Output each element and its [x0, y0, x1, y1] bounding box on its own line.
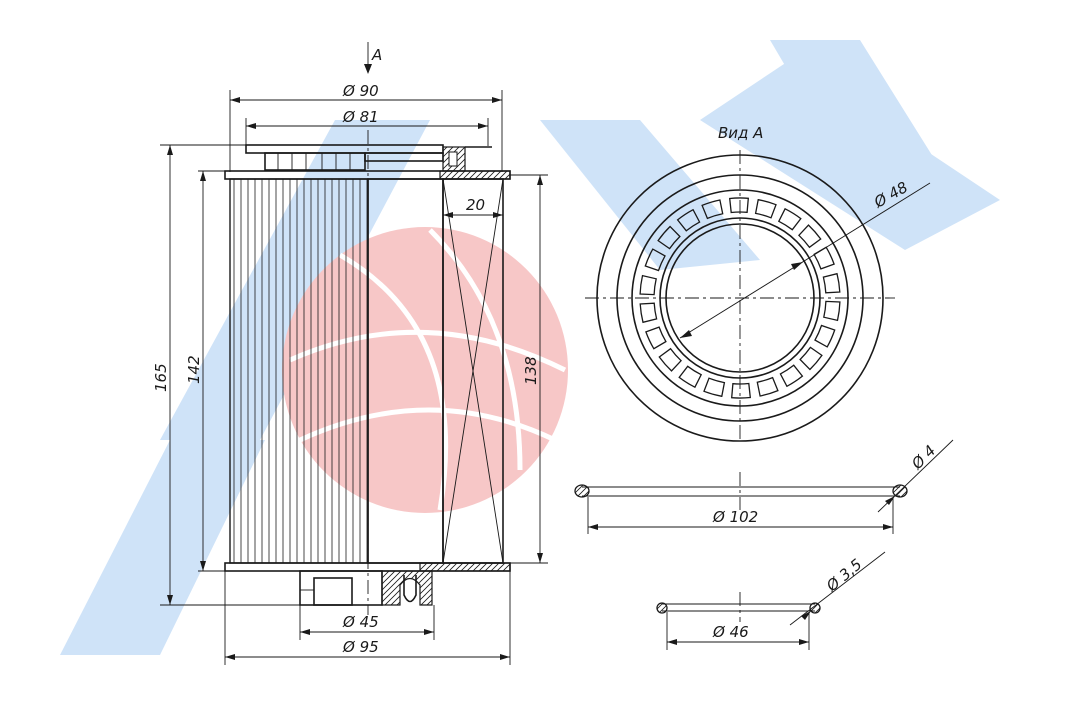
view-a-slot — [823, 300, 841, 322]
view-a-slot — [777, 207, 802, 231]
view-a-slot — [822, 272, 841, 294]
view-a-slot — [639, 274, 657, 296]
bottom-seal-section — [381, 570, 433, 606]
dim-d81: Ø 81 — [342, 108, 379, 126]
dim-h138: 138 — [522, 356, 540, 385]
view-a-title: Вид А — [718, 124, 763, 142]
dim-d46: Ø 46 — [712, 623, 749, 641]
view-a-slot — [814, 324, 836, 348]
view-a-slot — [657, 225, 681, 250]
side-view-dimensions: A Ø 90 Ø 81 165 142 138 — [152, 42, 548, 665]
view-a-slot — [644, 248, 666, 272]
view-a-slots — [639, 197, 841, 399]
view-a-slot — [639, 302, 658, 324]
view-a-slot — [678, 365, 703, 389]
dim-d95: Ø 95 — [342, 638, 379, 656]
view-a-slot — [779, 364, 804, 388]
view-a-slot — [813, 246, 835, 270]
watermark-stroke-3 — [540, 120, 760, 270]
view-a-slot — [658, 347, 683, 372]
watermark-stroke-1 — [60, 440, 265, 655]
dim-h165: 165 — [152, 363, 170, 392]
watermark-globe-line-3 — [338, 252, 449, 511]
o-ring-large: Ø 102 Ø 4 — [574, 439, 954, 534]
view-a-slot — [799, 346, 823, 371]
dim-d4: Ø 4 — [907, 442, 939, 474]
watermark-globe-line-4 — [428, 228, 523, 471]
filter-side-view — [224, 130, 511, 615]
view-a-slot — [676, 208, 701, 232]
dim-d45: Ø 45 — [342, 613, 379, 631]
view-a-slot — [703, 377, 726, 398]
bottom-nipple — [299, 570, 383, 606]
watermark-stroke-5 — [770, 40, 960, 210]
section-marker-label: A — [371, 46, 382, 64]
pleated-media — [229, 178, 369, 564]
o-ring-small: Ø 46 Ø 3,5 — [656, 551, 886, 650]
view-a-slot — [754, 198, 777, 219]
view-a-slot — [701, 199, 724, 220]
view-a-slot — [756, 376, 779, 397]
view-a-slot — [730, 382, 752, 399]
view-a-slot — [797, 224, 822, 249]
dim-w20: 20 — [466, 196, 485, 214]
view-a-slot — [645, 326, 667, 350]
dim-d102: Ø 102 — [712, 508, 758, 526]
view-a-slot — [728, 197, 750, 214]
dim-d35: Ø 3,5 — [822, 555, 865, 595]
dim-h142: 142 — [185, 355, 203, 384]
dim-d90: Ø 90 — [342, 82, 379, 100]
